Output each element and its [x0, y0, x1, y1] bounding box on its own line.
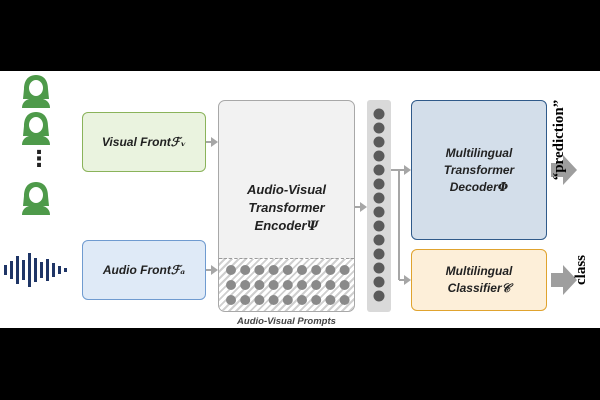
output-arrow-class — [551, 265, 577, 295]
person-icon — [22, 75, 50, 108]
prompt-token-grid — [226, 265, 350, 305]
arrow-encoder-to-tokens — [355, 202, 367, 212]
arrow-to-classifier — [404, 275, 411, 285]
prompt-dot — [297, 295, 307, 305]
prompt-dot — [339, 265, 350, 275]
multilingual-decoder-box: Multilingual Transformer DecoderΦ — [411, 100, 547, 240]
encoder-symbol: Ψ — [306, 219, 319, 234]
token-dot — [373, 136, 385, 148]
token-dot — [373, 122, 385, 134]
prompt-dot — [325, 280, 336, 290]
decoder-line-1: Multilingual — [445, 145, 513, 160]
prompt-dot — [297, 265, 307, 275]
prompt-dot — [254, 265, 265, 275]
output-arrow-prediction — [551, 155, 577, 185]
prompt-dot — [339, 295, 350, 305]
audio-front-symbol: ℱₐ — [170, 263, 186, 277]
token-dot — [373, 262, 385, 274]
prompt-dot — [325, 295, 336, 305]
audio-visual-prompts-region — [219, 258, 354, 311]
prompt-dot — [311, 265, 322, 275]
arrow-audio-to-encoder — [206, 265, 218, 275]
prompt-dot — [282, 265, 293, 275]
arrow-tokens-to-heads — [391, 169, 405, 281]
prompt-dot — [240, 295, 251, 305]
prompt-dot — [311, 280, 322, 290]
token-dot — [373, 164, 385, 176]
prompt-dot — [268, 265, 279, 275]
classifier-symbol: 𝒞 — [501, 281, 511, 295]
person-icon — [22, 182, 50, 215]
encoder-line-2: Transformer — [248, 200, 325, 215]
arrow-to-decoder — [404, 165, 411, 175]
prompt-dot — [268, 280, 279, 290]
prompt-dot — [254, 280, 265, 290]
token-dot — [373, 290, 385, 302]
token-dot — [373, 220, 385, 232]
arrow-visual-to-encoder — [206, 137, 218, 147]
prompt-dot — [226, 295, 236, 305]
encoder-line-1: Audio-Visual — [247, 182, 326, 197]
av-transformer-encoder-box: Audio-Visual Transformer EncoderΨ — [218, 100, 355, 312]
person-icon — [22, 112, 50, 145]
classifier-line-1: Multilingual — [445, 264, 513, 278]
ellipsis: ⋮ — [28, 146, 50, 171]
prompts-label: Audio-Visual Prompts — [237, 316, 336, 327]
encoder-line-3: Encoder — [254, 218, 307, 233]
token-dot — [373, 276, 385, 288]
encoded-token-stack — [373, 108, 385, 302]
visual-front-symbol: ℱᵥ — [170, 135, 187, 149]
prompt-dot — [268, 295, 279, 305]
prompt-dot — [226, 280, 236, 290]
audio-front-label: Audio Front — [102, 263, 171, 277]
token-dot — [373, 206, 385, 218]
prompt-dot — [297, 280, 307, 290]
token-column — [367, 100, 391, 312]
prompt-dot — [254, 295, 265, 305]
prompt-dot — [240, 265, 251, 275]
classifier-line-2: Classifier — [447, 281, 502, 295]
prompt-dot — [226, 265, 236, 275]
multilingual-classifier-box: Multilingual Classifier𝒞 — [411, 249, 547, 311]
prompt-dot — [240, 280, 251, 290]
waveform-icon — [4, 253, 67, 287]
visual-front-label: Visual Front — [101, 135, 171, 149]
token-dot — [373, 234, 385, 246]
prompt-dot — [282, 295, 293, 305]
prompt-dot — [311, 295, 322, 305]
token-dot — [373, 150, 385, 162]
token-dot — [373, 248, 385, 260]
prompt-dot — [325, 265, 336, 275]
token-dot — [373, 178, 385, 190]
output-prediction-label: “prediction” — [551, 99, 567, 181]
token-dot — [373, 192, 385, 204]
decoder-line-2: Transformer — [443, 162, 515, 177]
token-dot — [373, 108, 385, 120]
decoder-symbol: Φ — [497, 179, 509, 194]
decoder-line-3: Decoder — [449, 179, 498, 194]
prompt-dot — [339, 280, 350, 290]
output-class-label: class — [573, 255, 589, 285]
prompt-dot — [282, 280, 293, 290]
